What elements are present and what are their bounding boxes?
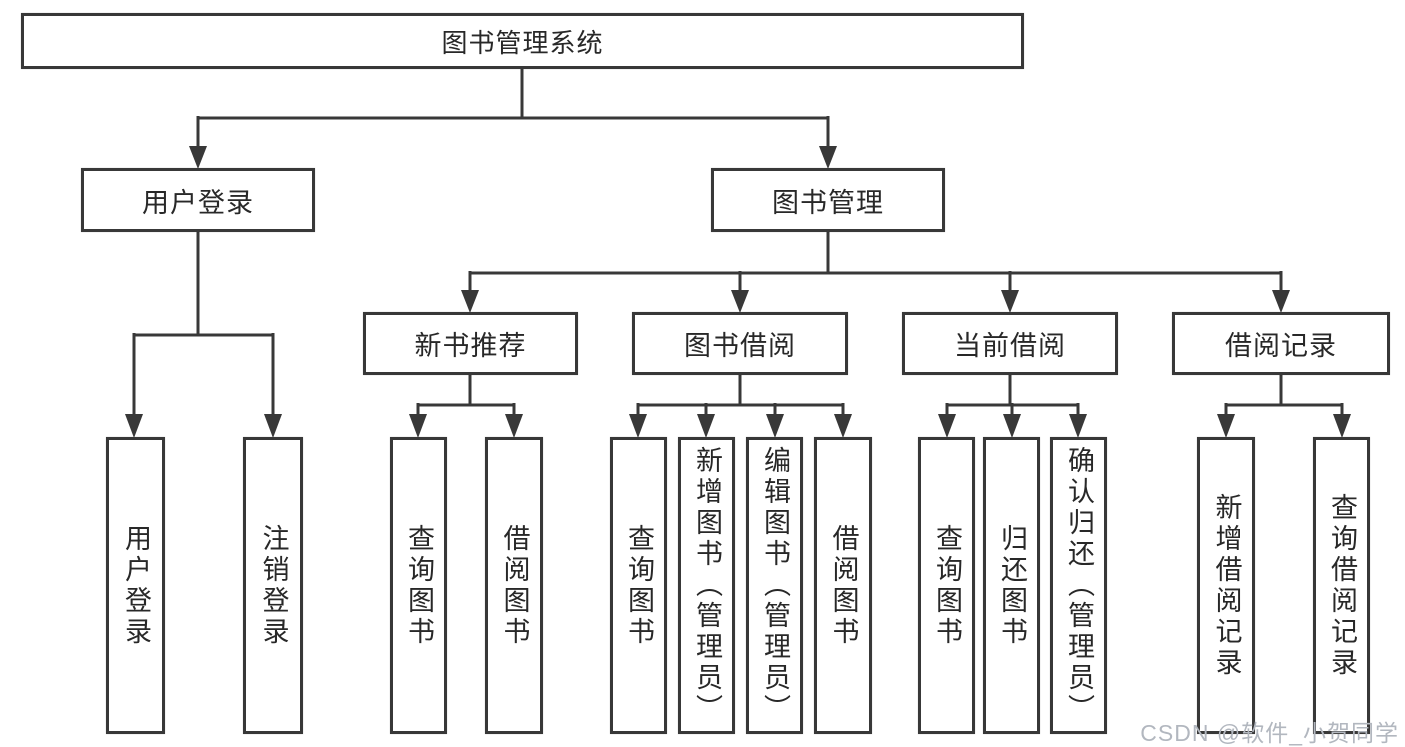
leaf-current-confirm-return-admin: 确认归还（管理员） [1050, 437, 1107, 734]
leaf-user-login: 用户登录 [106, 437, 165, 734]
connector-bookmgmt-to-level3 [461, 232, 1290, 313]
leaf-borrow-borrow-books: 借阅图书 [814, 437, 872, 734]
leaf-borrow-edit-books-admin: 编辑图书（管理员） [746, 437, 803, 734]
leaf-newbook-borrow-books: 借阅图书 [485, 437, 543, 734]
connector-newbook-to-leaves [409, 375, 523, 438]
connector-bookborrow-to-leaves [629, 375, 852, 438]
node-new-book-recommend: 新书推荐 [363, 312, 578, 375]
node-current-borrow: 当前借阅 [902, 312, 1118, 375]
node-user-login-branch: 用户登录 [81, 168, 315, 232]
node-borrow-records: 借阅记录 [1172, 312, 1390, 375]
csdn-watermark: CSDN @软件_小贺同学 [1140, 720, 1399, 746]
connector-currentborrow-to-leaves [938, 375, 1087, 438]
node-root-system: 图书管理系统 [21, 13, 1024, 69]
leaf-current-return-books: 归还图书 [983, 437, 1040, 734]
leaf-records-query-record: 查询借阅记录 [1313, 437, 1370, 734]
node-book-management-branch: 图书管理 [711, 168, 945, 232]
connector-records-to-leaves [1217, 375, 1351, 438]
connector-root-to-level2 [189, 69, 837, 169]
leaf-logout: 注销登录 [243, 437, 303, 734]
leaf-newbook-query-books: 查询图书 [390, 437, 447, 734]
leaf-records-add-record: 新增借阅记录 [1197, 437, 1255, 734]
leaf-borrow-add-books-admin: 新增图书（管理员） [678, 437, 735, 734]
leaf-borrow-query-books: 查询图书 [610, 437, 667, 734]
connector-login-to-leaves [125, 232, 282, 438]
leaf-current-query-books: 查询图书 [918, 437, 975, 734]
node-book-borrow: 图书借阅 [632, 312, 848, 375]
